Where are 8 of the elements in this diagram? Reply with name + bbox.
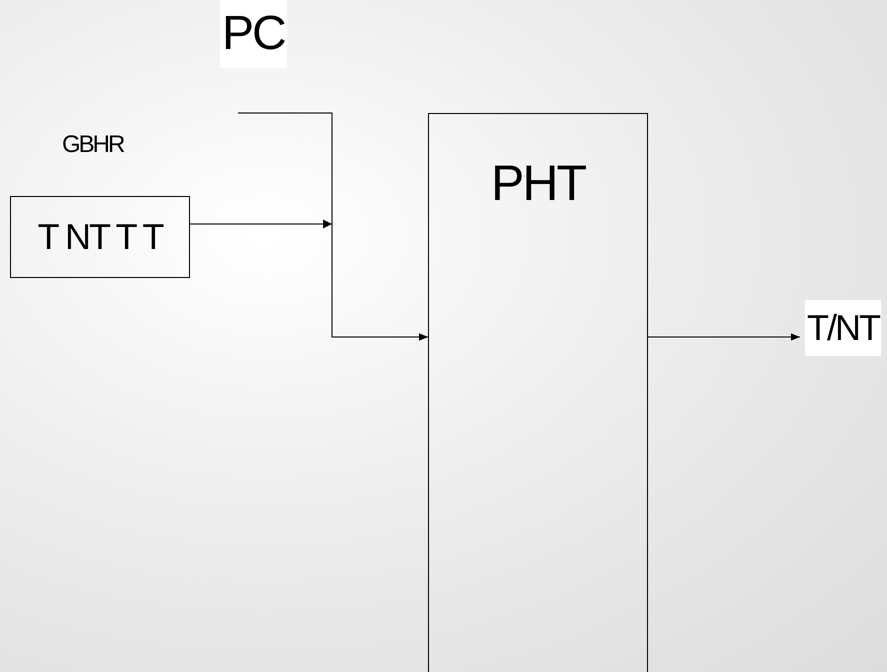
box-text: T NT T T bbox=[38, 216, 162, 258]
signal-label: T/NT bbox=[805, 300, 881, 356]
box-title: PHT bbox=[490, 154, 586, 212]
arrow bbox=[190, 220, 428, 341]
signal-label: PC bbox=[220, 0, 287, 68]
table-box bbox=[428, 113, 648, 672]
arrow bbox=[648, 333, 800, 341]
box-heading: GBHR bbox=[62, 133, 124, 157]
